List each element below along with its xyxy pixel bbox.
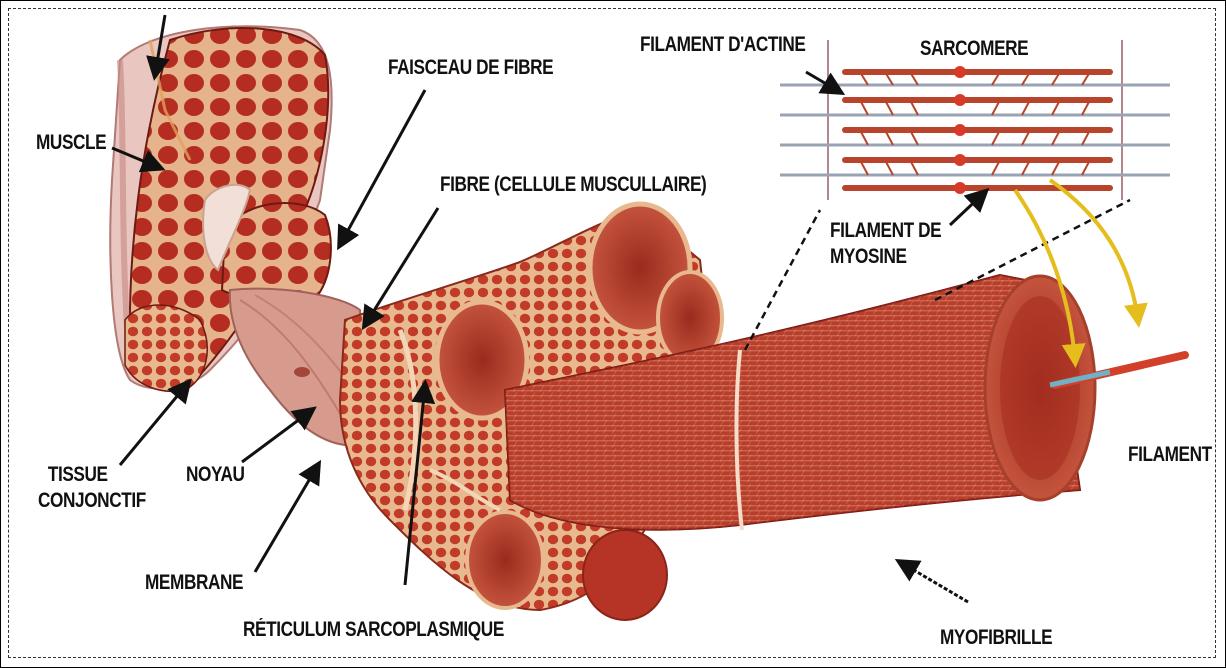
label-reticulum-sarcoplasmique: RÉTICULUM SARCOPLASMIQUE bbox=[243, 617, 504, 643]
label-tissue-conjonctif: TISSUE CONJONCTIF bbox=[38, 462, 146, 515]
label-tissue-line2: CONJONCTIF bbox=[38, 488, 146, 514]
label-muscle: MUSCLE bbox=[36, 130, 106, 156]
label-fibre: FIBRE (CELLULE MUSCULLAIRE) bbox=[440, 172, 706, 198]
label-filament-myosine-line1: FILAMENT DE bbox=[830, 218, 941, 244]
sarcomere-inset bbox=[770, 40, 1170, 200]
label-filament-myosine: FILAMENT DE MYOSINE bbox=[830, 218, 941, 271]
label-noyau: NOYAU bbox=[186, 462, 245, 488]
label-filament: FILAMENT bbox=[1128, 442, 1212, 468]
label-faisceau-de-fibre: FAISCEAU DE FIBRE bbox=[388, 55, 553, 81]
label-sarcomere: SARCOMERE bbox=[920, 36, 1028, 62]
label-filament-actine: FILAMENT D'ACTINE bbox=[640, 32, 805, 58]
label-myofibrille: MYOFIBRILLE bbox=[940, 625, 1052, 651]
label-tissue-line1: TISSUE bbox=[38, 462, 146, 488]
label-membrane: MEMBRANE bbox=[145, 570, 243, 596]
label-filament-myosine-line2: MYOSINE bbox=[830, 244, 941, 270]
